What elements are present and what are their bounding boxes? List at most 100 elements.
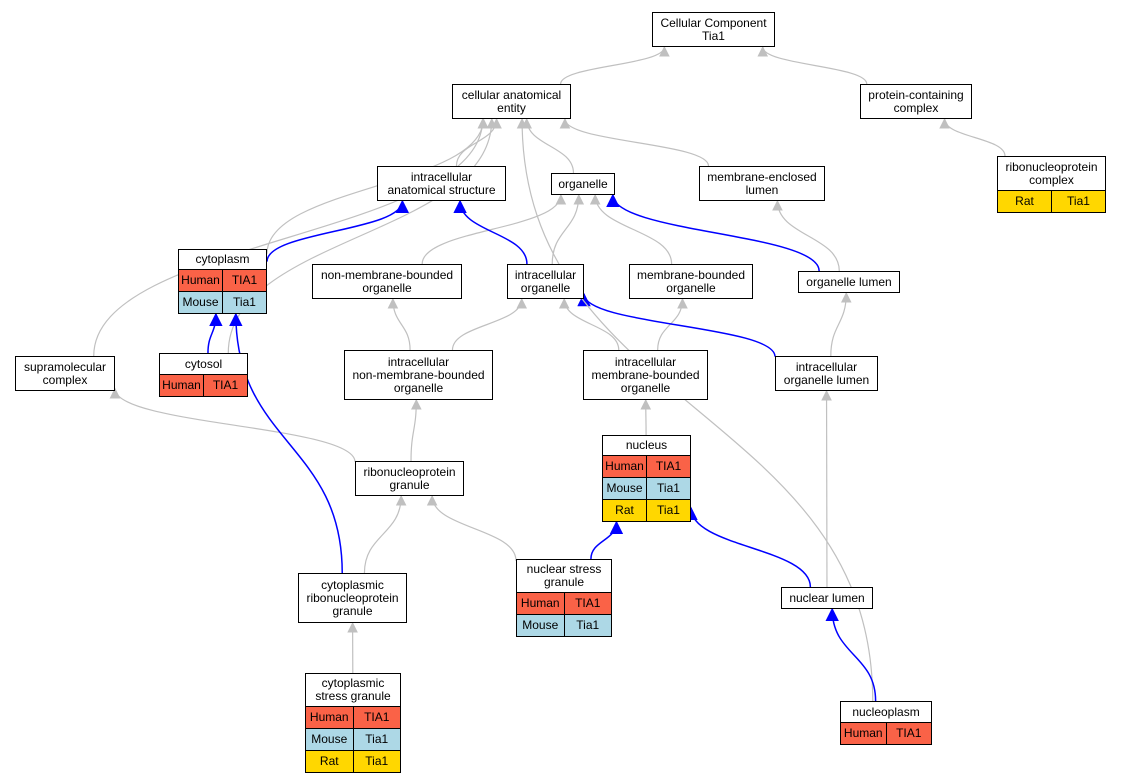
species-name: Human — [309, 710, 349, 724]
edge-nsg-part_of-nucleus — [590, 520, 624, 560]
edge-imbo-is_a-io — [558, 297, 620, 351]
species-name: Human — [181, 273, 220, 287]
edge-rnpg-is_a-inmbo — [410, 398, 422, 462]
edge-rnpc-is_a-pcc — [939, 117, 1006, 157]
edge-iol-is_a-ol — [830, 291, 852, 357]
node-ribonucleoprotein-granule[interactable]: ribonucleoprotein granule — [355, 461, 464, 496]
gene-symbol: Tia1 — [222, 292, 266, 313]
species-name: Human — [605, 459, 644, 473]
node-cellular-anatomical-entity[interactable]: cellular anatomical entity — [452, 84, 571, 119]
node-intracellular-organelle-lumen[interactable]: intracellular organelle lumen — [775, 356, 878, 391]
node-label: nuclear lumen — [789, 590, 865, 605]
gene-symbol: TIA1 — [885, 723, 932, 744]
node-label: intracellular membrane-bounded organelle — [591, 354, 700, 395]
species-name: Mouse — [606, 481, 643, 495]
node-label: Cellular Component Tia1 — [660, 15, 767, 43]
node-intracellular-organelle[interactable]: intracellular organelle — [507, 264, 584, 299]
edge-inmbo-is_a-io — [451, 297, 528, 351]
gene-symbol: Tia1 — [352, 751, 401, 772]
gene-symbol: Tia1 — [563, 615, 612, 636]
edge-nsg-is_a-rnpg — [426, 494, 517, 561]
node-organelle[interactable]: organelle — [551, 173, 615, 195]
species-name: Rat — [1015, 194, 1034, 208]
species-name: Human — [843, 726, 883, 740]
node-protein-containing-complex[interactable]: protein-containing complex — [860, 84, 972, 119]
node-label: cytoplasm — [195, 252, 250, 266]
species-name: Rat — [615, 503, 634, 517]
species-name: Mouse — [182, 295, 219, 309]
edge-rnpg-is_a-smc — [109, 387, 356, 462]
node-intracellular-anatomical-structure[interactable]: intracellular anatomical structure — [377, 166, 506, 201]
node-label: supramolecular complex — [23, 359, 107, 387]
edge-iol-part_of-io — [577, 292, 776, 357]
edge-nmbo-is_a-org — [421, 193, 567, 265]
node-label: organelle lumen — [806, 274, 892, 289]
edge-nl-part_of-nucleus — [684, 506, 812, 588]
edge-cyto-part_of-ias — [266, 199, 410, 262]
edge-cytosol-part_of-cyto — [207, 312, 223, 354]
node-label: membrane-bounded organelle — [636, 267, 746, 295]
node-label: ribonucleoprotein granule — [363, 464, 456, 492]
edge-smc-is_a-cae — [93, 117, 489, 357]
edge-mel-is_a-cae — [559, 117, 710, 167]
node-nuclear-lumen[interactable]: nuclear lumen — [781, 587, 873, 609]
node-supramolecular-complex[interactable]: supramolecular complex — [15, 356, 115, 391]
node-label: intracellular non-membrane-bounded organ… — [352, 354, 485, 395]
species-name: Mouse — [522, 618, 559, 632]
node-intracellular-non-membrane-bounded-organelle[interactable]: intracellular non-membrane-bounded organ… — [344, 350, 493, 400]
species-name: Human — [162, 378, 201, 392]
node-label: nucleus — [625, 438, 668, 452]
gene-symbol: TIA1 — [646, 456, 690, 477]
gene-symbol: TIA1 — [222, 270, 266, 291]
node-label: nucleoplasm — [852, 704, 920, 719]
edge-cae-is_a-root — [559, 45, 670, 85]
gene-symbol: Tia1 — [646, 478, 690, 499]
node-membrane-enclosed-lumen[interactable]: membrane-enclosed lumen — [699, 166, 825, 201]
node-cytoplasmic-ribonucleoprotein-granule[interactable]: cytoplasmic ribonucleoprotein granule — [298, 573, 407, 623]
edge-ol-is_a-mel — [772, 199, 840, 272]
species-name: Mouse — [311, 732, 348, 746]
gene-symbol: TIA1 — [563, 593, 612, 614]
edge-np-part_of-nl — [825, 607, 877, 702]
node-organelle-lumen[interactable]: organelle lumen — [798, 271, 900, 293]
node-label: non-membrane-bounded organelle — [320, 267, 454, 295]
node-label: intracellular organelle lumen — [783, 359, 870, 387]
species-name: Human — [520, 596, 560, 610]
node-label: ribonucleoprotein complex — [1005, 159, 1098, 187]
node-label: nuclear stress granule — [526, 562, 602, 589]
node-cellular-component-tia1[interactable]: Cellular Component Tia1 — [652, 12, 775, 47]
node-non-membrane-bounded-organelle[interactable]: non-membrane-bounded organelle — [312, 264, 462, 299]
edge-ol-part_of-org — [606, 193, 820, 272]
node-membrane-bounded-organelle[interactable]: membrane-bounded organelle — [629, 264, 753, 299]
edge-pcc-is_a-root — [757, 45, 868, 85]
edge-crnpg-part_of-cyto — [229, 312, 343, 574]
node-intracellular-membrane-bounded-organelle[interactable]: intracellular membrane-bounded organelle — [583, 350, 708, 400]
gene-symbol: TIA1 — [203, 375, 247, 396]
edge-inmbo-is_a-nmbo — [387, 297, 411, 351]
node-label: cellular anatomical entity — [461, 87, 562, 115]
edge-org-is_a-cae — [521, 117, 575, 174]
node-label: intracellular anatomical structure — [387, 169, 496, 197]
node-label: cytoplasmic stress granule — [315, 676, 391, 703]
